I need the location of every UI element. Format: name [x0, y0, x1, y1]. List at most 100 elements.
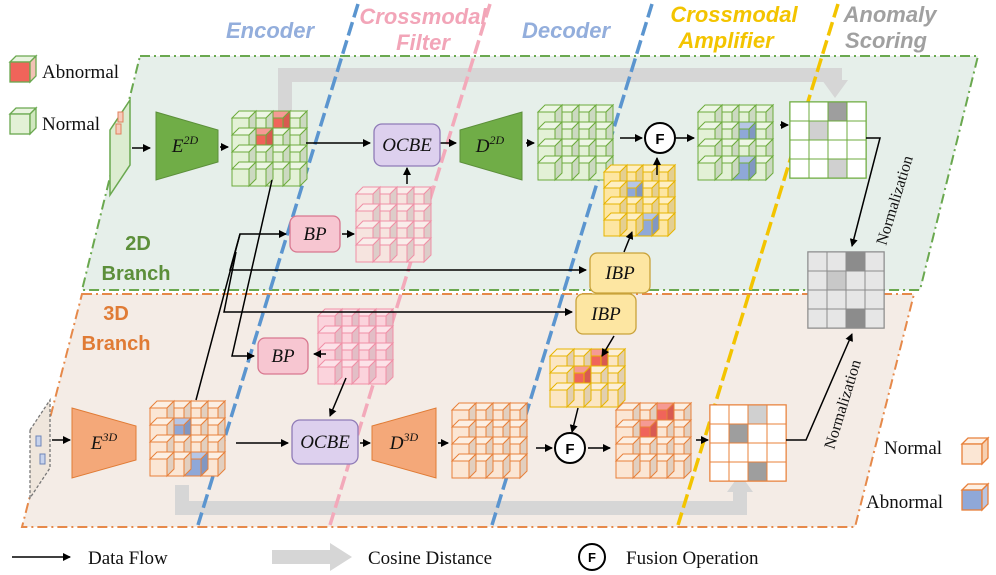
decoder-3d-block: D3D	[371, 407, 437, 479]
map-cell	[766, 423, 787, 444]
svg-text:OCBE: OCBE	[382, 135, 432, 156]
map-cell	[827, 120, 848, 141]
map-cell	[766, 442, 787, 463]
map-cell	[747, 404, 768, 425]
anomaly-map-2d	[789, 101, 867, 179]
data-flow-arrows	[195, 121, 881, 452]
encoder-divider	[196, 3, 360, 526]
bp-module-3d: BP	[257, 337, 309, 375]
map-cell	[846, 158, 867, 179]
map-cell	[808, 101, 829, 122]
map-cell	[808, 120, 829, 141]
legend-fusion-operation: F Fusion Operation	[578, 543, 759, 571]
legend-abnormal-2d: Abnormal	[8, 54, 119, 84]
map-cell	[827, 158, 848, 179]
input-3d-pointcloud	[29, 397, 51, 501]
feature-cell	[230, 160, 258, 188]
stage-decoder: Decoder	[522, 18, 611, 43]
svg-text:OCBE: OCBE	[300, 432, 350, 453]
map-cell	[807, 270, 828, 291]
svg-text:F: F	[655, 131, 664, 148]
ibp-module-2d: IBP	[589, 252, 651, 294]
map-cell	[864, 251, 885, 272]
svg-text:D3D: D3D	[389, 430, 419, 454]
feature-cube-decoder-2d	[536, 103, 615, 182]
svg-text:Abnormal: Abnormal	[42, 62, 119, 83]
stage-encoder: Encoder	[226, 18, 315, 43]
decoder-2d-block: D2D	[459, 111, 523, 181]
branch-3d-label-line1: 3D	[103, 303, 129, 325]
svg-text:E3D: E3D	[90, 430, 118, 454]
map-cell	[728, 404, 749, 425]
map-cell	[808, 158, 829, 179]
map-cell	[789, 120, 810, 141]
map-cell	[826, 289, 847, 310]
map-cell	[827, 139, 848, 160]
legend-cosine-distance: Cosine Distance	[272, 543, 492, 571]
feature-cube-encoder-2d	[230, 109, 309, 188]
feature-cube-ibp-3d	[548, 347, 627, 409]
feature-cell	[696, 154, 724, 182]
feature-cube-fused-3d	[614, 401, 693, 480]
stage-filter-line2: Filter	[396, 30, 451, 55]
map-cell	[808, 139, 829, 160]
feature-cube-decoder-3d	[450, 401, 529, 480]
branch-2d-label-line1: 2D	[125, 233, 151, 255]
svg-text:F: F	[588, 550, 596, 565]
map-cell	[728, 442, 749, 463]
map-cell	[845, 289, 866, 310]
stage-scoring-line1: Anomaly	[843, 2, 939, 27]
map-cell	[789, 139, 810, 160]
feature-cell	[548, 381, 576, 409]
map-cell	[807, 289, 828, 310]
svg-text:Cosine Distance: Cosine Distance	[368, 548, 492, 569]
ocbe-module-3d: OCBE	[291, 419, 359, 465]
feature-cell	[602, 211, 629, 238]
filter-divider	[328, 3, 492, 526]
legend-data-flow: Data Flow	[12, 548, 168, 569]
feature-cube-encoder-3d	[148, 399, 227, 478]
map-cell	[827, 101, 848, 122]
svg-text:E2D: E2D	[171, 133, 199, 157]
branch-3d-label-line2: Branch	[82, 333, 151, 355]
stage-amplifier-line2: Amplifier	[677, 28, 775, 53]
map-cell	[709, 423, 730, 444]
feature-cube-fused-2d	[696, 103, 775, 182]
svg-text:D2D: D2D	[475, 133, 505, 157]
ibp-module-3d: IBP	[575, 293, 637, 335]
svg-text:BP: BP	[271, 346, 295, 367]
encoder-3d-block: E3D	[71, 407, 137, 479]
stage-scoring-line2: Scoring	[845, 28, 927, 53]
svg-text:Normal: Normal	[42, 114, 100, 135]
map-cell	[789, 158, 810, 179]
map-cell	[826, 308, 847, 329]
map-cell	[728, 461, 749, 482]
feature-cell	[614, 452, 642, 480]
fusion-operator-2d: F	[644, 122, 676, 154]
feature-cube-bp-3d	[316, 307, 395, 386]
map-cell	[709, 404, 730, 425]
amplifier-divider	[676, 3, 840, 526]
svg-text:Data Flow: Data Flow	[88, 548, 168, 569]
anomaly-map-final	[807, 251, 885, 329]
feature-cube-ibp-2d	[602, 163, 677, 238]
fusion-operator-3d: F	[554, 432, 586, 464]
feature-cell	[450, 452, 478, 480]
map-cell	[807, 308, 828, 329]
map-cell	[747, 442, 768, 463]
map-cell	[864, 308, 885, 329]
cosine-distance-path-3d	[175, 474, 753, 515]
branch-2d-label-line2: Branch	[102, 263, 171, 285]
svg-text:BP: BP	[303, 224, 327, 245]
svg-text:IBP: IBP	[604, 263, 635, 284]
stage-amplifier-line1: Crossmodal	[670, 2, 798, 27]
input-rgb-image	[109, 97, 131, 198]
map-cell	[807, 251, 828, 272]
map-cell	[845, 270, 866, 291]
decoder-divider	[490, 3, 654, 526]
svg-text:F: F	[565, 441, 574, 458]
svg-text:IBP: IBP	[590, 304, 621, 325]
anomaly-map-3d	[709, 404, 787, 482]
map-cell	[747, 423, 768, 444]
map-cell	[826, 251, 847, 272]
